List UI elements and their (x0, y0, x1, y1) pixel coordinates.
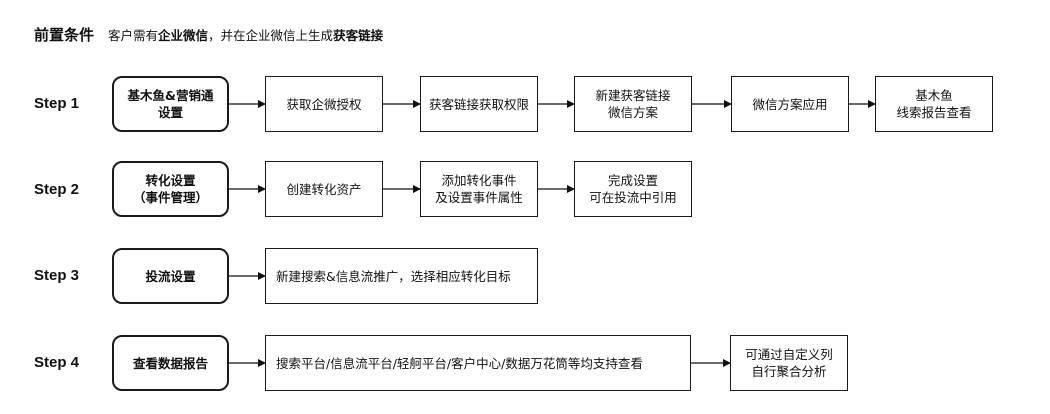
step-2-label: Step 2 (34, 181, 80, 198)
step-3-label: Step 3 (34, 267, 80, 284)
precondition-title: 前置条件 (34, 25, 95, 44)
step-2-box-2: 创建转化资产 (265, 161, 383, 217)
step-4-box-3: 可通过自定义列 自行聚合分析 (730, 335, 848, 391)
precondition-highlight-wecom: 企业微信 (158, 27, 209, 43)
step-2-start-box: 转化设置 （事件管理） (112, 161, 229, 217)
step-1-box-6: 基木鱼 线索报告查看 (875, 76, 993, 132)
step-4-box-2: 搜索平台/信息流平台/轻舸平台/客户中心/数据万花筒等均支持查看 (265, 335, 691, 391)
step-1-label: Step 1 (34, 95, 80, 112)
step-1-box-5: 微信方案应用 (731, 76, 849, 132)
step-1-start-box: 基木鱼&营销通 设置 (112, 76, 229, 132)
precondition-text: 客户需有企业微信，并在企业微信上生成获客链接 (108, 25, 383, 44)
step-1-box-2: 获取企微授权 (265, 76, 383, 132)
step-3-start-box: 投流设置 (112, 248, 229, 304)
precondition-bar: 前置条件 客户需有企业微信，并在企业微信上生成获客链接 (34, 22, 383, 46)
precondition-text-part: 客户需有 (108, 27, 159, 43)
step-2-box-3: 添加转化事件 及设置事件属性 (420, 161, 538, 217)
step-3-box-2: 新建搜索&信息流推广，选择相应转化目标 (265, 248, 538, 304)
step-1-box-4: 新建获客链接 微信方案 (574, 76, 692, 132)
step-2-box-4: 完成设置 可在投流中引用 (574, 161, 692, 217)
step-4-label: Step 4 (34, 354, 80, 371)
step-4-start-box: 查看数据报告 (112, 335, 229, 391)
precondition-text-part: ，并在企业微信上生成 (208, 27, 334, 43)
step-1-box-3: 获客链接获取权限 (420, 76, 538, 132)
precondition-highlight-link: 获客链接 (333, 27, 384, 43)
